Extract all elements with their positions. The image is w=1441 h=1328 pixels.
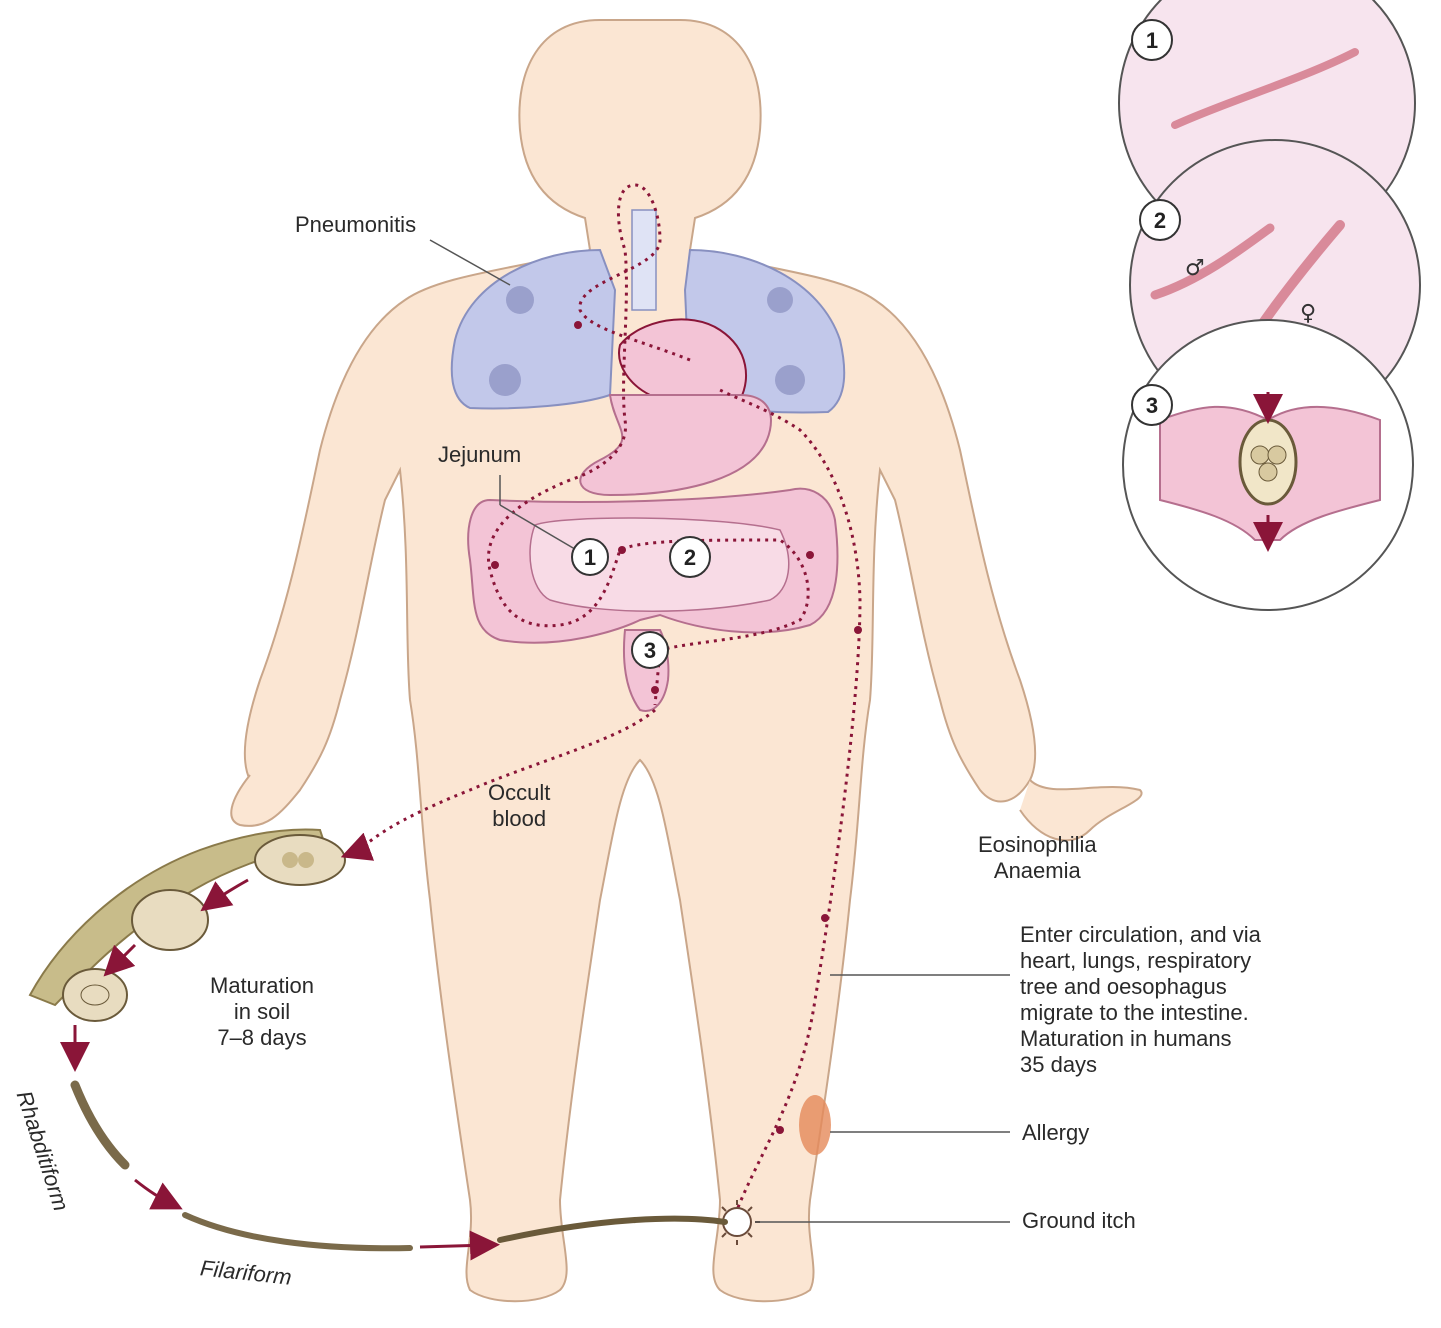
label-eosinophilia-anaemia: Eosinophilia Anaemia — [978, 832, 1097, 884]
label-jejunum: Jejunum — [438, 442, 521, 468]
filariform-larva — [185, 1215, 410, 1248]
svg-text:1: 1 — [1146, 28, 1158, 53]
small-intestine — [530, 518, 789, 611]
allergy-patch — [799, 1095, 831, 1155]
female-symbol: ♀ — [1300, 301, 1316, 326]
label-pneumonitis: Pneumonitis — [295, 212, 416, 238]
soil-egg-2 — [132, 890, 208, 950]
trachea — [632, 210, 656, 310]
soil-egg-1 — [255, 835, 345, 885]
svg-text:3: 3 — [1146, 393, 1158, 418]
rhabditiform-larva — [75, 1085, 125, 1165]
label-maturation-in-soil: Maturation in soil 7–8 days — [210, 973, 314, 1051]
soil-cycle — [30, 830, 725, 1249]
svg-text:1: 1 — [584, 545, 596, 570]
svg-text:2: 2 — [684, 545, 696, 570]
soil-egg-3 — [63, 969, 127, 1021]
label-circulation-route: Enter circulation, and via heart, lungs,… — [1020, 922, 1261, 1078]
marker-2-body: 2 — [670, 537, 710, 577]
marker-3-body: 3 — [632, 632, 668, 668]
label-occult-blood: Occult blood — [488, 780, 550, 832]
inset-3-egg: 3 — [1123, 320, 1413, 610]
svg-text:2: 2 — [1154, 208, 1166, 233]
marker-1-body: 1 — [572, 539, 608, 575]
svg-text:3: 3 — [644, 638, 656, 663]
label-ground-itch: Ground itch — [1022, 1208, 1136, 1234]
label-allergy: Allergy — [1022, 1120, 1089, 1146]
male-symbol: ♂ — [1185, 256, 1205, 281]
